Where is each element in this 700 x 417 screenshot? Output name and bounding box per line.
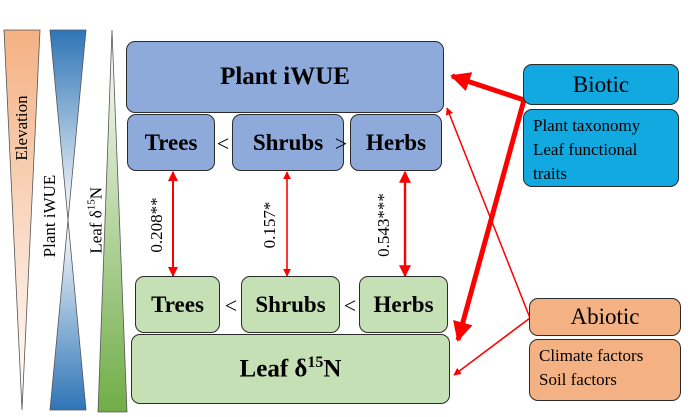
trees-correlation-value: 0.208**	[147, 197, 166, 253]
leaf-n15-title-tail: N	[323, 355, 342, 383]
plant-iwue-title: Plant iWUE	[220, 63, 350, 90]
leaf-n15-title-sup: 15	[307, 354, 324, 372]
elevation-label: Elevation	[12, 95, 31, 161]
leaf-n15-trend-label-sup: 15	[85, 199, 98, 211]
leaf-n15-title-main: Leaf δ	[239, 355, 308, 383]
abiotic-factors-box: Climate factors Soil factors	[529, 339, 681, 401]
abiotic-factor-2: Soil factors	[539, 370, 617, 389]
plant-shrubs-box: Shrubs	[232, 114, 344, 171]
biotic-title-box: Biotic	[523, 64, 679, 105]
plant-trees-box: Trees	[127, 114, 215, 171]
shrubs-correlation-value: 0.157*	[260, 201, 279, 249]
abiotic-title: Abiotic	[570, 304, 640, 329]
plant-trees-label: Trees	[144, 129, 198, 155]
abiotic-title-box: Abiotic	[529, 298, 681, 336]
leaf-n15-box: Leaf δ15N	[131, 334, 450, 404]
leaf-trees-shrubs-comparison: <	[224, 293, 238, 318]
leaf-shrubs-box: Shrubs	[241, 276, 340, 333]
leaf-trees-box: Trees	[135, 276, 220, 333]
leaf-herbs-box: Herbs	[359, 276, 448, 333]
plant-shrubs-herbs-comparison: >	[334, 131, 348, 156]
plant-herbs-box: Herbs	[350, 114, 442, 171]
plant-iwue-wedge-top	[49, 29, 87, 221]
abiotic-to-leaf-arrow	[453, 317, 531, 376]
biotic-factor-1: Plant taxonomy	[533, 116, 641, 135]
plant-trees-shrubs-comparison: <	[216, 131, 230, 156]
biotic-factor-3: traits	[533, 164, 567, 183]
leaf-n15-trend-label-tail: N	[86, 186, 106, 200]
biotic-title: Biotic	[572, 71, 630, 97]
leaf-shrubs-label: Shrubs	[255, 291, 326, 317]
leaf-n15-title: Leaf δ15N	[240, 354, 342, 383]
plant-iwue-wedge-bottom	[49, 219, 87, 411]
leaf-shrubs-herbs-comparison: <	[343, 293, 357, 318]
biotic-factor-2: Leaf functional	[533, 140, 638, 159]
abiotic-to-plant-arrow	[445, 107, 531, 319]
leaf-herbs-label: Herbs	[373, 291, 434, 317]
plant-iwue-trend-label: Plant iWUE	[40, 174, 59, 258]
leaf-n15-wedge	[97, 29, 128, 413]
abiotic-factor-1: Climate factors	[539, 346, 644, 365]
plant-iwue-box: Plant iWUE	[126, 41, 444, 113]
plant-herbs-label: Herbs	[365, 129, 427, 155]
leaf-n15-trend-label: Leaf δ15N	[86, 160, 107, 280]
biotic-to-plant-arrow	[450, 72, 525, 103]
plant-shrubs-label: Shrubs	[252, 129, 324, 155]
herbs-correlation-value: 0.543***	[374, 193, 393, 257]
elevation-wedge	[3, 29, 41, 411]
leaf-n15-trend-label-main: Leaf δ	[86, 210, 106, 254]
leaf-trees-label: Trees	[151, 291, 204, 317]
biotic-factors-box: Plant taxonomy Leaf functional traits	[523, 109, 679, 187]
